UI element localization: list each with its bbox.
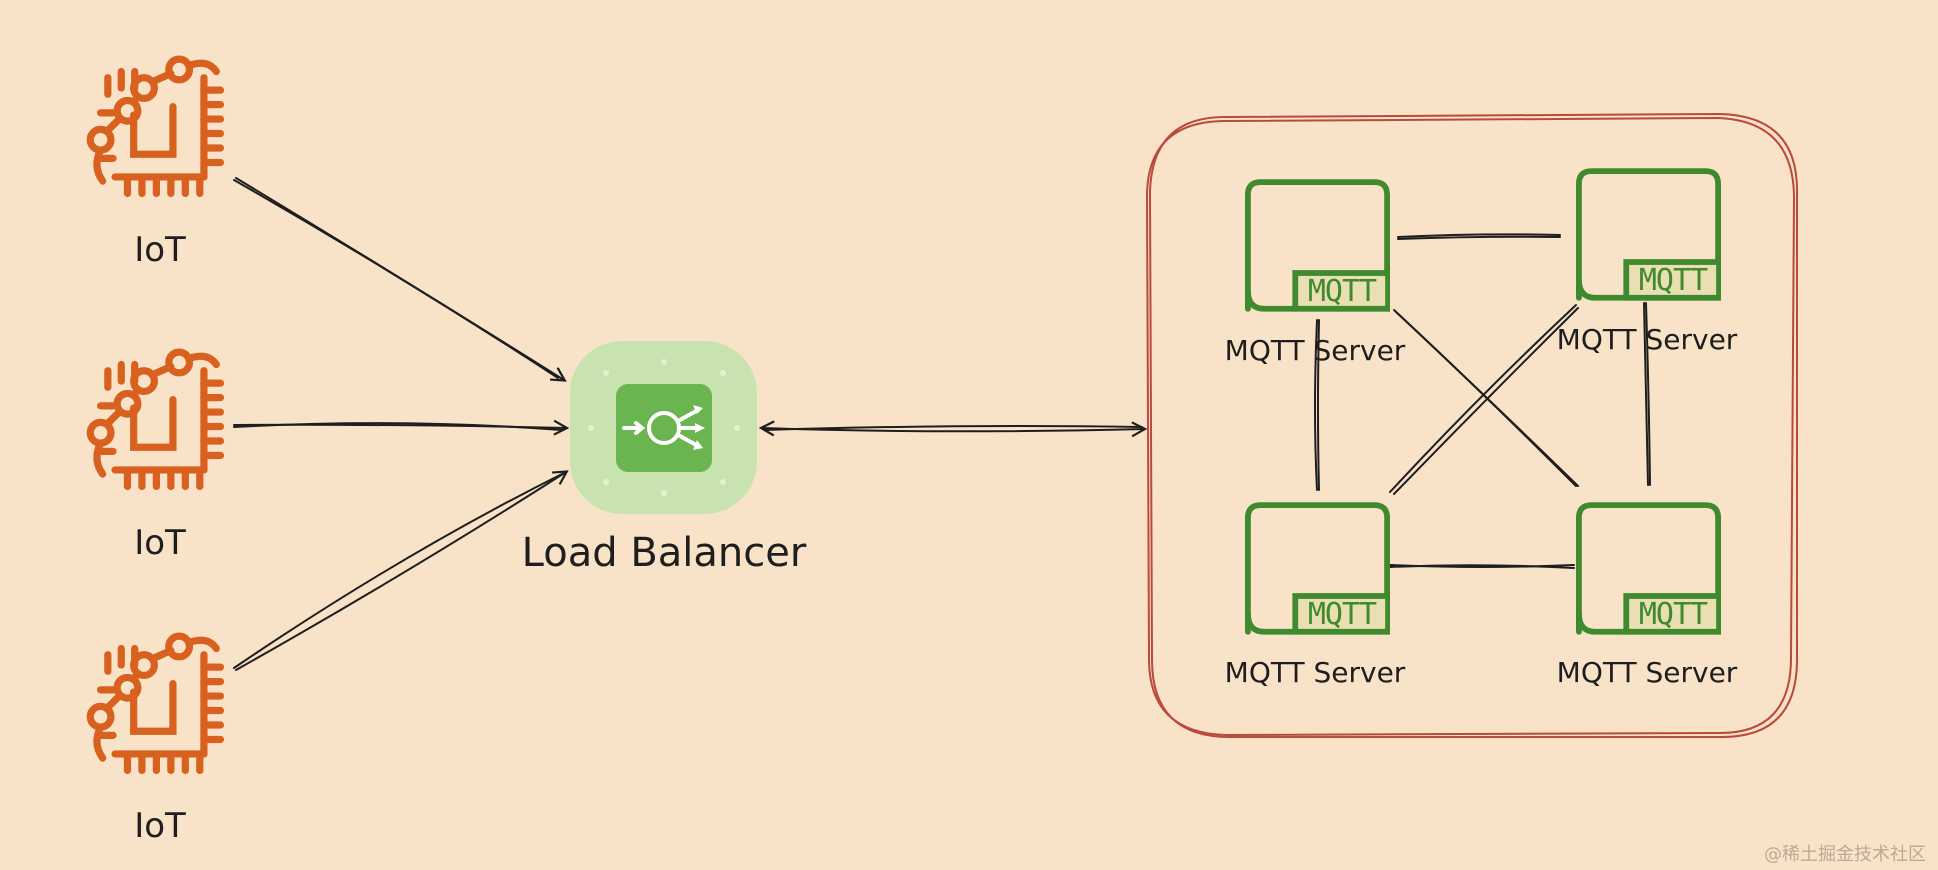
iot-label: IoT	[134, 523, 186, 563]
mqtt-badge: MQTT	[1307, 274, 1377, 309]
edge-iot-1-to-lb	[233, 177, 564, 380]
iot-chip-icon	[90, 352, 220, 486]
watermark: @稀土掘金技术社区	[1764, 844, 1926, 865]
mqtt-cluster-border	[1145, 112, 1798, 738]
mqtt-mesh-edges	[1314, 233, 1651, 569]
iot-chip-icon	[90, 636, 220, 770]
edge-iot-3-to-lb	[233, 472, 566, 671]
edge-lb-to-cluster	[762, 426, 1144, 431]
load-balancer-label: Load Balancer	[521, 530, 807, 576]
load-balancer-icon	[570, 341, 757, 514]
mqtt-badge: MQTT	[1307, 597, 1377, 632]
iot-label: IoT	[134, 806, 186, 846]
mqtt-server-label: MQTT Server	[1224, 334, 1406, 367]
edge-iot-2-to-lb	[233, 423, 566, 430]
mqtt-server-label: MQTT Server	[1556, 323, 1738, 356]
iot-label: IoT	[134, 230, 186, 270]
iot-chip-icon	[90, 59, 220, 193]
mqtt-badge: MQTT	[1638, 263, 1708, 298]
mqtt-server-label: MQTT Server	[1556, 656, 1738, 689]
mqtt-badge: MQTT	[1638, 597, 1708, 632]
mqtt-server-label: MQTT Server	[1224, 656, 1406, 689]
